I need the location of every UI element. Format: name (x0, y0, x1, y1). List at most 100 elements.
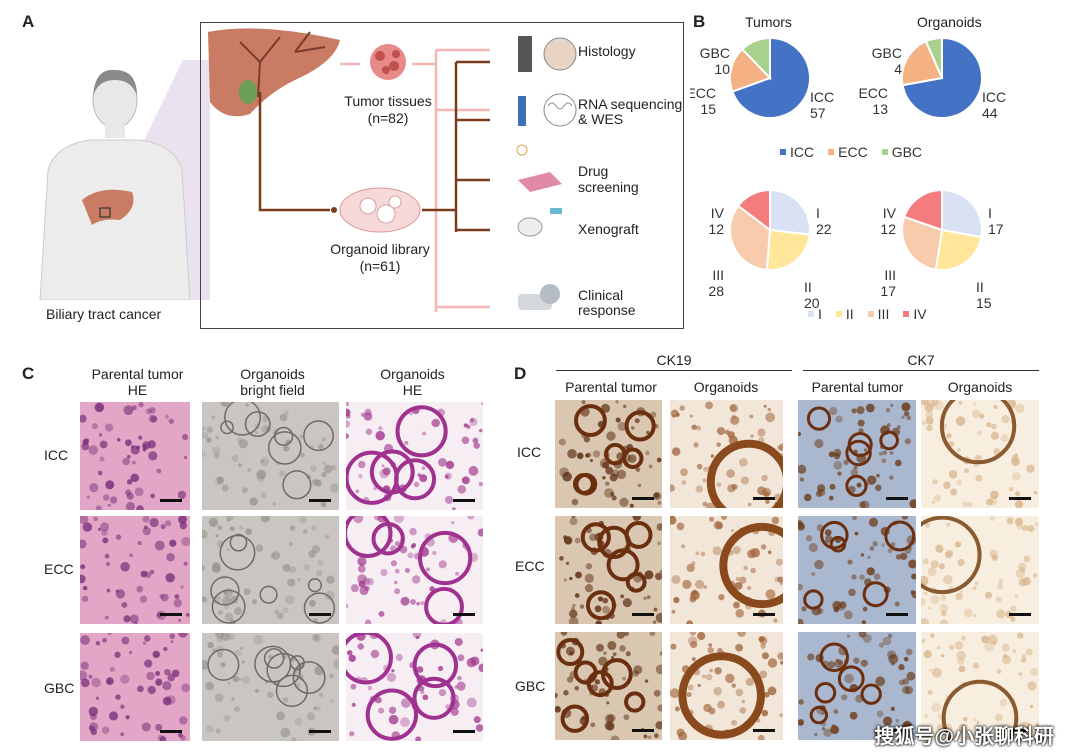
micrograph-icc-parental-tumor-he (80, 402, 190, 510)
micrograph-gbc-organoids-bright-field (202, 633, 339, 741)
subtype-legend: ICC ECC GBC (780, 144, 922, 160)
pie-value-label: 15 (976, 295, 992, 311)
legend-item-stage-iv: IV (903, 306, 927, 322)
d-col-header-2: Organoids (693, 379, 759, 395)
pie-category-label: III (884, 267, 896, 283)
scale-bar (1009, 729, 1031, 732)
scale-bar (453, 730, 475, 733)
marker-underline-ck7 (803, 370, 1039, 371)
scale-bar (1009, 613, 1031, 616)
pie-charts-svg: ICC57ECC15GBC10ICC44ECC13GBC4I22II20III2… (690, 36, 1006, 311)
pie-title-organoids: Organoids (917, 14, 982, 30)
pie-slice-gbc (924, 36, 943, 79)
pie-category-label: IV (711, 205, 725, 221)
pie-value-label: 22 (816, 221, 832, 237)
pie-category-label: ICC (810, 89, 834, 105)
pie-category-label: IV (883, 205, 897, 221)
ihc-icc-ck19-organoids (670, 400, 783, 508)
d-row-label-icc: ICC (517, 444, 542, 460)
d-col-header-4: Organoids (947, 379, 1013, 395)
ihc-gbc-ck7-organoids (921, 632, 1039, 740)
pie-slice-iv (736, 188, 771, 233)
pie-slice-iii (901, 215, 944, 271)
pie-value-label: 20 (804, 295, 820, 311)
patient-label: Biliary tract cancer (46, 306, 162, 322)
scale-bar (886, 729, 908, 732)
pie-slice-iv (902, 188, 943, 232)
scale-bar (309, 730, 331, 733)
marker-label-ck7: CK7 (907, 352, 935, 368)
tumor-tissues-label: Tumor tissues (344, 93, 432, 109)
pie-title-tumors: Tumors (745, 14, 792, 30)
scale-bar (753, 497, 775, 500)
ihc-ecc-ck19-organoids (670, 516, 783, 624)
pie-value-label: 17 (880, 283, 896, 299)
pie-value-label: 15 (700, 101, 716, 117)
organoid-library-count: (n=61) (359, 258, 401, 274)
d-row-label-gbc: GBC (515, 678, 546, 694)
pie-slice-ii (934, 228, 983, 271)
output-wes: & WES (578, 111, 624, 127)
pie-category-label: I (816, 205, 820, 221)
output-clinical: Clinical (578, 287, 624, 303)
c-row-label-ecc: ECC (44, 561, 74, 577)
ihc-gbc-ck7-parental-tumor (798, 632, 916, 740)
output-histology: Histology (578, 43, 636, 59)
scale-bar (886, 497, 908, 500)
scale-bar (309, 613, 331, 616)
scale-bar (453, 613, 475, 616)
pie-slice-gbc (740, 36, 771, 81)
legend-item-gbc: GBC (881, 144, 922, 160)
tumor-tissues-count: (n=82) (367, 110, 409, 126)
scale-bar (753, 613, 775, 616)
pie-category-label: III (712, 267, 724, 283)
legend-item-stage-i: I (808, 306, 822, 322)
pie-value-label: 57 (810, 105, 826, 121)
pie-category-label: ECC (858, 85, 888, 101)
scale-bar (753, 729, 775, 732)
c-row-label-gbc: GBC (44, 680, 75, 696)
marker-underline-ck19 (556, 370, 792, 371)
ihc-icc-ck7-organoids (921, 400, 1039, 508)
output-response: response (578, 302, 636, 318)
pie-value-label: 17 (988, 221, 1004, 237)
micrograph-ecc-parental-tumor-he (80, 516, 190, 624)
panel-label-b: B (693, 12, 706, 31)
ihc-gbc-ck19-parental-tumor (555, 632, 662, 740)
workflow-box (200, 22, 684, 329)
c-row-label-icc: ICC (44, 447, 69, 463)
scale-bar (453, 499, 475, 502)
pie-category-label: ICC (982, 89, 1006, 105)
ihc-ecc-ck19-parental-tumor (555, 516, 662, 624)
watermark-text: 搜狐号@小张聊科研 (874, 726, 1054, 748)
output-rna-sequencing: RNA sequencing (578, 96, 683, 112)
pie-slice-ii (765, 228, 811, 271)
panel-label-a: A (22, 12, 35, 31)
micrograph-ecc-organoids-he (346, 516, 483, 624)
pie-category-label: GBC (700, 45, 730, 61)
pie-category-label: II (804, 279, 812, 295)
scale-bar (886, 613, 908, 616)
marker-label-ck19: CK19 (656, 352, 692, 368)
pie-value-label: 10 (714, 61, 730, 77)
pie-value-label: 44 (982, 105, 998, 121)
pie-value-label: 13 (872, 101, 888, 117)
scale-bar (160, 730, 182, 733)
scale-bar (632, 729, 654, 732)
ihc-icc-ck19-parental-tumor (555, 400, 662, 508)
workflow-diagram (208, 28, 577, 312)
stage-legend: I II III IV (808, 306, 927, 322)
scale-bar (632, 613, 654, 616)
pie-value-label: 4 (894, 61, 902, 77)
panel-label-c: C (22, 364, 35, 383)
pie-value-label: 12 (880, 221, 896, 237)
pie-slice-ecc (901, 40, 944, 87)
scale-bar (160, 613, 182, 616)
ihc-ecc-ck7-parental-tumor (798, 516, 916, 624)
legend-item-icc: ICC (780, 144, 814, 160)
micrograph-ecc-organoids-bright-field (202, 516, 339, 624)
d-row-label-ecc: ECC (515, 558, 545, 574)
